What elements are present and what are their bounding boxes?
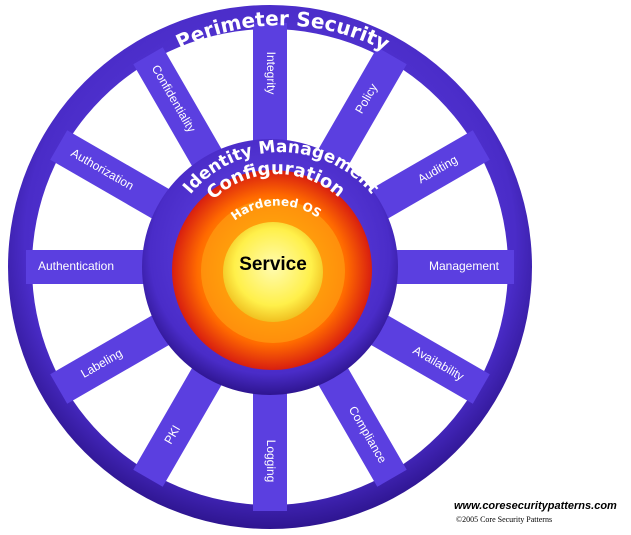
spoke-authorization: [50, 130, 175, 222]
service-label: Service: [239, 254, 307, 275]
spoke-management: [390, 250, 514, 284]
service-core: [223, 222, 323, 322]
spokes-group: IntegrityPolicyAuditingManagementAvailab…: [26, 23, 514, 511]
spoke-label-management: Management: [429, 259, 500, 273]
spoke-logging: [253, 387, 287, 511]
spoke-availability: [365, 312, 490, 404]
spoke-bar: [26, 250, 150, 284]
spoke-bar: [50, 312, 175, 404]
spoke-labeling: [50, 312, 175, 404]
spoke-confidentiality: [133, 47, 225, 172]
spoke-bar: [315, 47, 407, 172]
spoke-bar: [133, 362, 225, 487]
spoke-bar: [253, 23, 287, 147]
spoke-bar: [365, 312, 490, 404]
spoke-bar: [390, 250, 514, 284]
spoke-label-logging: Logging: [264, 440, 278, 483]
spoke-authentication: [26, 250, 150, 284]
spoke-bar: [253, 387, 287, 511]
website-credit: www.coresecuritypatterns.com: [454, 500, 617, 512]
spoke-bar: [133, 47, 225, 172]
spoke-integrity: [253, 23, 287, 147]
spoke-bar: [315, 362, 407, 487]
spoke-compliance: [315, 362, 407, 487]
spoke-auditing: [365, 130, 490, 222]
spoke-label-integrity: Integrity: [264, 52, 278, 95]
spoke-policy: [315, 47, 407, 172]
copyright-notice: ©2005 Core Security Patterns: [456, 515, 553, 524]
spoke-label-authentication: Authentication: [38, 259, 114, 273]
spoke-bar: [365, 130, 490, 222]
spoke-pki: [133, 362, 225, 487]
spoke-bar: [50, 130, 175, 222]
